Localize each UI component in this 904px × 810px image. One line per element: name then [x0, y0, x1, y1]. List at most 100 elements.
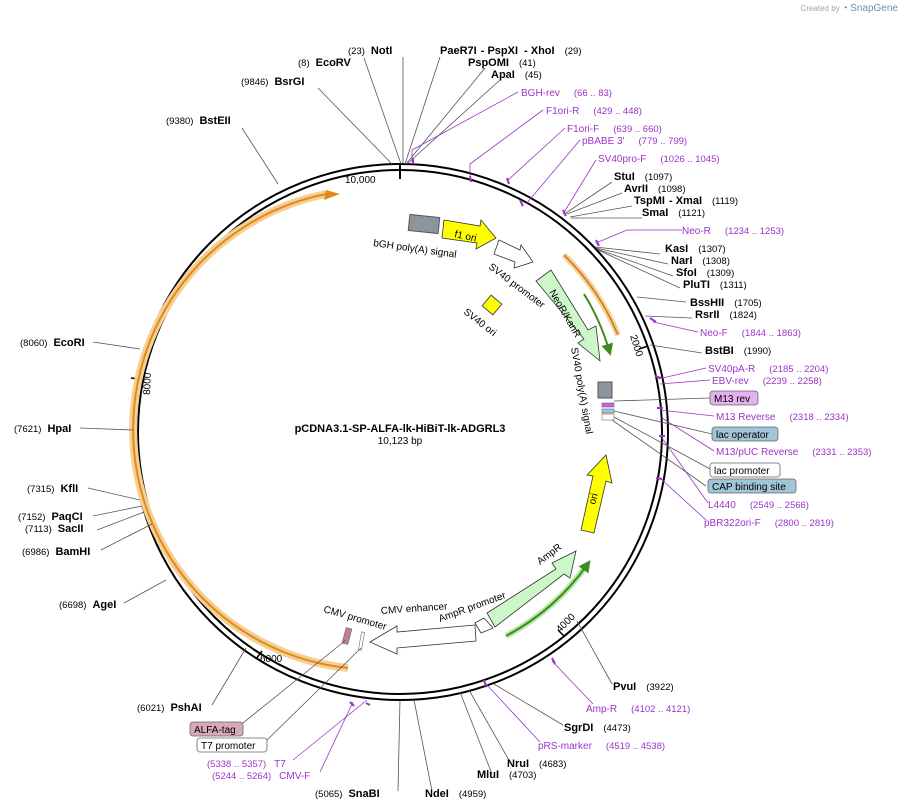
svg-text:Neo-R(1234 .. 1253): Neo-R(1234 .. 1253) — [682, 226, 784, 237]
ampr-promoter-arrow — [474, 617, 494, 634]
enzyme-name: EcoRV — [316, 57, 352, 69]
enzyme-leaders — [79, 56, 703, 792]
primer-pos: (1234 .. 1253) — [725, 226, 784, 237]
svg-text:(23)NotI: (23)NotI — [348, 45, 392, 57]
credit-brand: SnapGene — [850, 3, 898, 14]
enzyme-name: TspMI — [634, 195, 665, 207]
enzyme-pos: (3922) — [646, 682, 673, 693]
enzyme-name: SacII — [58, 523, 84, 535]
enzyme-name: PspXI — [487, 45, 518, 57]
svg-text:AvrII(1098): AvrII(1098) — [624, 183, 686, 195]
enzyme-name: BstEII — [199, 115, 230, 127]
svg-text:(7315)KflI: (7315)KflI — [27, 483, 78, 495]
enzyme-pos: (1098) — [658, 184, 685, 195]
primer-name: SV40pro-F — [598, 154, 646, 165]
enzyme-pos: (9380) — [166, 116, 193, 127]
svg-text:(9380)BstEII: (9380) BstEII — [166, 115, 231, 127]
enzyme-name: MluI — [477, 769, 499, 781]
ampr-arrow — [486, 550, 577, 628]
enzyme-pos: (8060) — [20, 338, 47, 349]
svg-text:NruI(4683): NruI (4683) — [507, 758, 566, 770]
m13-rev-mini — [601, 402, 615, 408]
svg-text:(7621)HpaI: (7621)HpaI — [14, 423, 71, 435]
svg-text:StuI(1097): StuI(1097) — [614, 171, 672, 183]
orf-arc-neo-inner — [583, 293, 614, 356]
primer-name: L4440 — [708, 500, 736, 511]
primer-pos: (4519 .. 4538) — [606, 741, 665, 752]
t7-promoter-label: T7 promoter — [201, 741, 256, 752]
enzyme-name: SgrDI — [564, 722, 593, 734]
primer-name: T7 — [274, 759, 286, 770]
cmv-enhancer-label: CMV enhancer — [380, 601, 448, 617]
enzyme-name: PaqCI — [51, 511, 82, 523]
cap-binding-site-box — [707, 478, 797, 494]
alfa-tag-label: ALFA-tag — [194, 725, 236, 736]
primer-labels: BGH-rev(66 .. 83) F1ori-R(429 .. 448) F1… — [207, 88, 871, 782]
t7-promoter-mini — [358, 631, 365, 651]
plasmid-name: pCDNA3.1-SP-ALFA-lk-HiBiT-lk-ADGRL3 — [295, 423, 506, 435]
svg-text:(6698)AgeI: (6698)AgeI — [59, 599, 116, 611]
primer-pos: (639 .. 660) — [613, 124, 662, 135]
svg-text:M13 Reverse(2318 .. 2334): M13 Reverse(2318 .. 2334) — [716, 412, 849, 423]
boxed-feature-labels: M13 rev lac operator lac promoter CAP bi… — [189, 390, 797, 753]
primer-name: pBABE 3' — [582, 136, 625, 147]
enzyme-pos: (4683) — [539, 759, 566, 770]
primer-pos: (2800 .. 2819) — [775, 518, 834, 529]
svg-text:EBV-rev(2239 .. 2258): EBV-rev(2239 .. 2258) — [712, 376, 822, 387]
m13-rev-box — [709, 390, 759, 406]
primer-name: pRS-marker — [538, 741, 593, 752]
enzyme-name: SmaI — [642, 207, 668, 219]
bgh-polya-box — [407, 213, 441, 235]
sv40-polya-label: SV40 poly(A) signal — [568, 347, 594, 435]
svg-text:MluI(4703): MluI(4703) — [477, 769, 536, 781]
primer-name: M13 Reverse — [716, 412, 776, 423]
lac-operator-label: lac operator — [716, 430, 769, 441]
enzyme-name: ApaI — [491, 69, 515, 81]
enzyme-name: EcoRI — [53, 337, 84, 349]
enzyme-pos: (1307) — [698, 244, 725, 255]
svg-text:ApaI(45): ApaI(45) — [491, 69, 542, 81]
primer-pos: (429 .. 448) — [593, 106, 642, 117]
enzyme-pos: (8) — [298, 58, 310, 69]
primer-name: Neo-F — [700, 328, 728, 339]
alfa-tag-box — [189, 721, 244, 737]
enzyme-name: PluTI — [683, 279, 710, 291]
ori-arrow — [580, 454, 613, 534]
primer-name: pBR322ori-F — [704, 518, 761, 529]
lac-promoter-label: lac promoter — [714, 466, 770, 477]
svg-text:(6986)BamHI: (6986)BamHI — [22, 546, 90, 558]
alfa-tag-mini — [341, 627, 353, 645]
credit-text: Created by — [800, 4, 840, 13]
enzyme-pos: (6986) — [22, 547, 49, 558]
svg-text:(9846)BsrGI: (9846)BsrGI — [241, 76, 304, 88]
enzyme-pos: (1121) — [678, 208, 705, 219]
bgh-polya-label: bGH poly(A) signal — [373, 238, 458, 261]
tick-label-2000: 2000 — [627, 334, 644, 359]
enzyme-pos: (1990) — [744, 346, 771, 357]
cmv-promoter-label: CMV promoter — [322, 604, 388, 633]
primer-pos: (2185 .. 2204) — [769, 364, 828, 375]
enzyme-labels: (23)NotI PaeR7I- PspXI- XhoI(29) PspOMI(… — [14, 45, 771, 800]
primer-name: CMV-F — [279, 771, 310, 782]
svg-text:(5244 .. 5264)CMV-F: (5244 .. 5264)CMV-F — [212, 771, 310, 782]
svg-text:M13/pUC Reverse(2331 .. 2353): M13/pUC Reverse(2331 .. 2353) — [716, 447, 871, 458]
enzyme-pos: (7113) — [25, 524, 52, 535]
svg-text:F1ori-R(429 .. 448): F1ori-R(429 .. 448) — [546, 106, 642, 117]
ori-label: ori — [587, 492, 601, 506]
svg-text:pRS-marker(4519 .. 4538): pRS-marker (4519 .. 4538) — [538, 741, 665, 752]
svg-text:Neo-F(1844 .. 1863): Neo-F(1844 .. 1863) — [700, 328, 801, 339]
enzyme-pos: (7621) — [14, 424, 41, 435]
svg-text:PspOMI(41): PspOMI(41) — [468, 57, 536, 69]
svg-text:pBR322ori-F(2800 .. 2819): pBR322ori-F (2800 .. 2819) — [704, 518, 834, 529]
lac-promoter-mini — [601, 413, 615, 421]
svg-text:PluTI(1311): PluTI(1311) — [683, 279, 747, 291]
enzyme-name: NdeI — [425, 788, 449, 800]
orf-arc-left-inner — [132, 193, 349, 669]
enzyme-pos: (9846) — [241, 77, 268, 88]
svg-text:F1ori-F(639 .. 660): F1ori-F(639 .. 660) — [567, 124, 662, 135]
enzyme-pos: (4473) — [603, 723, 630, 734]
enzyme-name: NruI — [507, 758, 529, 770]
svg-text:(7152)PaqCI: (7152)PaqCI — [18, 511, 83, 523]
primer-pos: (66 .. 83) — [574, 88, 612, 99]
